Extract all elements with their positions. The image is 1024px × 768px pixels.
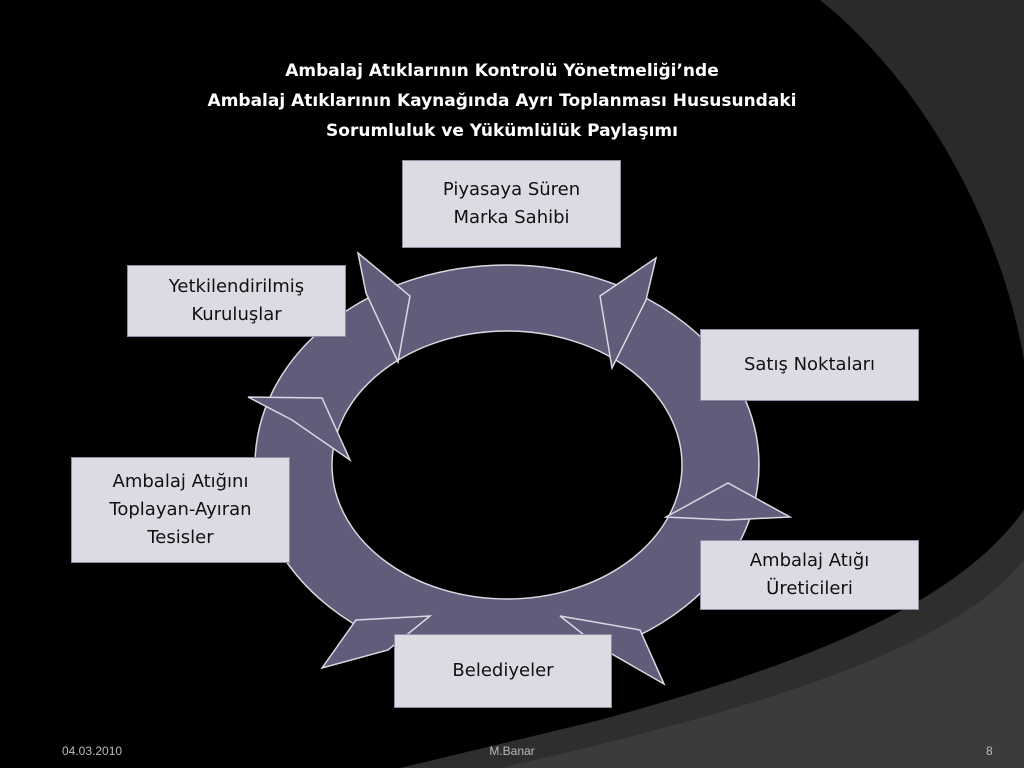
- node-piyasaya-suren-label: Piyasaya Süren Marka Sahibi: [442, 179, 581, 228]
- node-satis-noktalari-label: Satış Noktaları: [743, 354, 876, 375]
- node-yetkilendirilmis-kuruluslar-label: Yetkilendirilmiş Kuruluşlar: [168, 276, 305, 325]
- node-toplayan-ayiran-tesisler: Ambalaj Atığını Toplayan-Ayıran Tesisler: [71, 457, 290, 563]
- arrow-head-right: [663, 482, 793, 521]
- node-piyasaya-suren: Piyasaya Süren Marka Sahibi: [402, 160, 621, 248]
- node-belediyeler: Belediyeler: [394, 634, 612, 708]
- arrow-head-bottom-left: [320, 615, 433, 670]
- arrow-head-top-right: [599, 256, 658, 371]
- node-ambalaj-atigi-ureticileri-label: Ambalaj Atığı Üreticileri: [749, 550, 870, 599]
- title-line-1: Ambalaj Atıklarının Kontrolü Yönetmeliği…: [285, 61, 719, 81]
- footer-page-number: 8: [986, 744, 993, 758]
- title-line-2: Ambalaj Atıklarının Kaynağında Ayrı Topl…: [207, 91, 797, 111]
- title-line-3: Sorumluluk ve Yükümlülük Paylaşımı: [326, 121, 678, 141]
- node-toplayan-ayiran-tesisler-label: Ambalaj Atığını Toplayan-Ayıran Tesisler: [109, 471, 252, 548]
- node-satis-noktalari: Satış Noktaları: [700, 329, 919, 401]
- node-belediyeler-label: Belediyeler: [452, 660, 554, 681]
- arrow-head-top-left: [356, 251, 411, 365]
- node-ambalaj-atigi-ureticileri: Ambalaj Atığı Üreticileri: [700, 540, 919, 610]
- footer-author: M.Banar: [489, 744, 535, 758]
- node-yetkilendirilmis-kuruluslar: Yetkilendirilmiş Kuruluşlar: [127, 265, 346, 337]
- slide-title: Ambalaj Atıklarının Kontrolü Yönetmeliği…: [140, 56, 864, 146]
- arrow-head-left: [247, 396, 352, 463]
- footer-date: 04.03.2010: [62, 744, 123, 758]
